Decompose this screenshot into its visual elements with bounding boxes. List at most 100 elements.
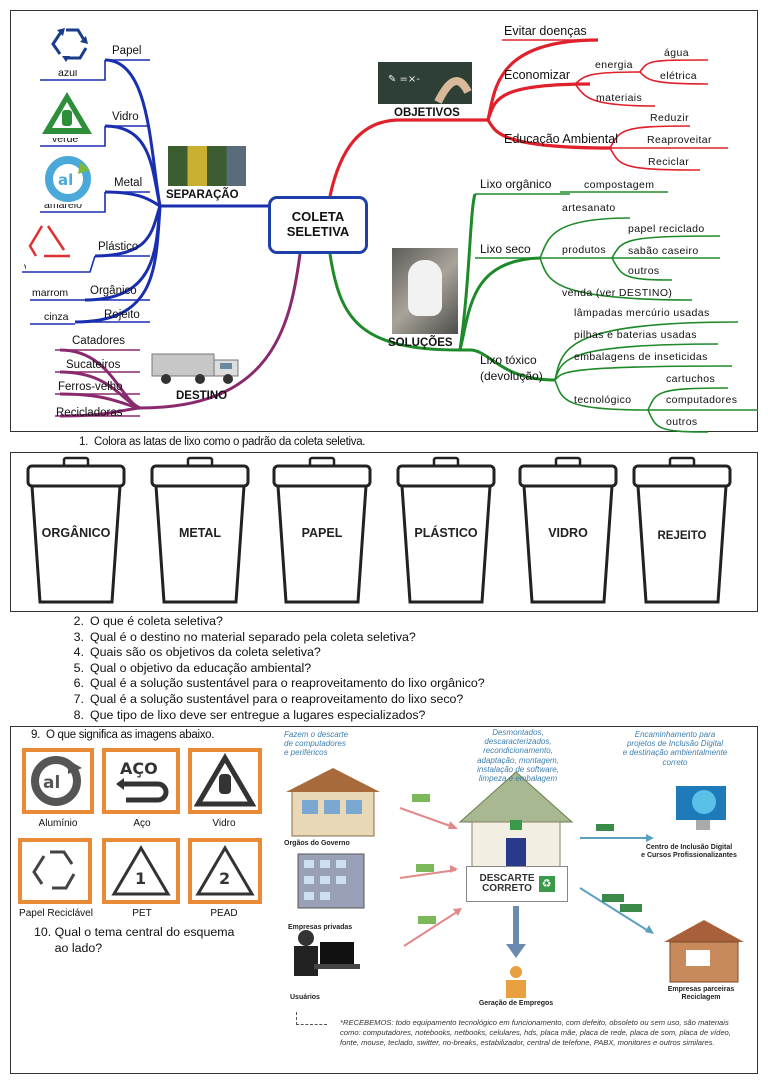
objetivo-eletrica: elétrica bbox=[660, 70, 698, 82]
separacao-item-metal: Metal bbox=[114, 177, 143, 189]
solucao-outros-1: outros bbox=[628, 265, 660, 277]
solucao-sabao: sabão caseiro bbox=[628, 245, 699, 257]
objetivo-evitar: Evitar doenças bbox=[504, 24, 587, 38]
truck-icon bbox=[150, 350, 246, 386]
descarte-infographic: Fazem o descarte de computadores e perif… bbox=[280, 728, 754, 1070]
destino-item-catadores: Catadores bbox=[72, 335, 126, 347]
solucoes-title: SOLUÇÕES bbox=[388, 337, 453, 349]
recycle-glass-icon bbox=[40, 90, 94, 138]
trash-can-3: PAPEL bbox=[270, 456, 374, 606]
separacao-color-marrom: marrom bbox=[32, 287, 69, 299]
question-8: 8.Que tipo de lixo deve ser entregue a l… bbox=[66, 708, 426, 721]
destino-title: DESTINO bbox=[176, 390, 228, 402]
solucao-produtos: produtos bbox=[562, 244, 607, 256]
solucao-outros-2: outros bbox=[666, 416, 698, 428]
separacao-color-cinza: cinza bbox=[44, 311, 69, 323]
pet-symbol: 1 bbox=[102, 838, 180, 904]
question-9-number: 9. bbox=[31, 729, 40, 741]
center-text: COLETA SELETIVA bbox=[286, 209, 350, 239]
question-text: Qual o objetivo da educação ambiental? bbox=[90, 660, 312, 675]
trash-can-1: ORGÂNICO bbox=[24, 456, 128, 606]
separacao-item-vidro: Vidro bbox=[112, 111, 139, 123]
question-3: 3. Qual é o destino no material separado … bbox=[66, 629, 416, 644]
objetivos-title: OBJETIVOS bbox=[394, 107, 460, 119]
question-2: 2.O que é coleta seletiva? bbox=[66, 614, 223, 628]
pet-mark: 1 bbox=[135, 869, 146, 888]
solucao-venda: venda (ver DESTINO) bbox=[562, 287, 673, 299]
separacao-item-papel: Papel bbox=[112, 45, 142, 57]
separacao-color-verde: verde bbox=[52, 133, 79, 145]
question-text: Qual é a solução sustentável para o reap… bbox=[90, 692, 464, 706]
descarte-top-mid: Desmontados, descaracterizados, recondic… bbox=[477, 728, 559, 783]
aluminium-caption: Alumínio bbox=[38, 818, 78, 829]
trash-can-5: VIDRO bbox=[516, 456, 620, 606]
question-number: 6. bbox=[73, 676, 84, 691]
trash-can-label: PAPEL bbox=[301, 526, 343, 540]
objetivo-reaproveitar: Reaproveitar bbox=[647, 134, 712, 146]
recycle-badge-icon: ♻ bbox=[538, 876, 555, 892]
descarte-orgaos: Orgãos do Governo bbox=[284, 840, 350, 847]
descarte-center-text: DESCARTE CORRETO bbox=[479, 872, 535, 894]
question-number: 4. bbox=[73, 645, 84, 660]
separacao-color-azul: azul bbox=[58, 67, 78, 79]
solucao-lixo-seco: Lixo seco bbox=[480, 242, 531, 256]
descarte-center-badge: DESCARTE CORRETO ♻ bbox=[466, 866, 568, 902]
question-text: O que é coleta seletiva? bbox=[90, 614, 223, 628]
mindmap-lines bbox=[22, 38, 758, 433]
question-text: Qual é o destino no material separado pe… bbox=[90, 629, 416, 644]
solucao-lampadas: lâmpadas mercúrio usadas bbox=[574, 307, 710, 319]
mindmap-frame bbox=[10, 10, 758, 432]
descarte-note-text: *RECEBEMOS: todo equipamento tecnológico… bbox=[340, 1018, 731, 1047]
steel-mark: AÇO bbox=[120, 759, 158, 778]
pead-caption: PEAD bbox=[210, 908, 238, 919]
question-5: 5.Qual o objetivo da educação ambiental? bbox=[66, 660, 312, 675]
question-1: 1.Colora as latas de lixo como o padrão … bbox=[70, 436, 366, 449]
solucao-lixo-organico: Lixo orgânico bbox=[480, 177, 552, 191]
pet-caption: PET bbox=[132, 908, 152, 919]
descarte-top-left: Fazem o descarte de computadores e perif… bbox=[284, 730, 349, 758]
trash-can-4: PLÁSTICO bbox=[394, 456, 498, 606]
svg-text:✎ =×-: ✎ =×- bbox=[388, 74, 420, 85]
trash-can-icon bbox=[518, 456, 618, 604]
question-1-number: 1. bbox=[79, 436, 88, 448]
destino-item-sucateiros: Sucateiros bbox=[66, 359, 121, 371]
question-9: 9. O que significa as imagens abaixo. bbox=[22, 729, 215, 742]
solucao-pilhas: pilhas e baterias usadas bbox=[574, 329, 697, 341]
question-text: Qual é a solução sustentável para o reap… bbox=[90, 676, 485, 691]
separacao-title: SEPARAÇÃO bbox=[166, 189, 239, 201]
glass-caption: Vidro bbox=[212, 818, 236, 829]
objetivo-reciclar: Reciclar bbox=[648, 156, 690, 168]
descarte-usuarios: Usuários bbox=[290, 994, 320, 1001]
solucao-lixo-toxico: Lixo tóxico (devolução) bbox=[480, 353, 543, 384]
trash-can-icon bbox=[632, 456, 732, 604]
svg-text:al: al bbox=[58, 171, 73, 189]
question-7: 7.Qual é a solução sustentável para o re… bbox=[66, 692, 464, 706]
trash-can-2: METAL bbox=[148, 456, 252, 606]
question-9-text: O que significa as imagens abaixo. bbox=[46, 729, 215, 741]
question-6: 6. Qual é a solução sustentável para o re… bbox=[66, 676, 485, 691]
trash-can-label: VIDRO bbox=[548, 526, 588, 540]
glass-symbol bbox=[188, 748, 262, 814]
solucao-embalagens: embalagens de inseticidas bbox=[574, 351, 708, 363]
objetivo-economizar: Economizar bbox=[504, 68, 570, 82]
trash-can-label: METAL bbox=[178, 526, 222, 540]
recycle-aluminum-icon: al bbox=[44, 156, 98, 204]
objetivos-photo: ✎ =×- bbox=[378, 62, 472, 104]
paper-symbol bbox=[18, 838, 92, 904]
question-text: Quais são os objetivos da coleta seletiv… bbox=[90, 645, 321, 660]
descarte-top-right: Encaminhamento para projetos de Inclusão… bbox=[622, 730, 728, 767]
pead-symbol: 2 bbox=[188, 838, 262, 904]
trash-can-icon bbox=[150, 456, 250, 604]
solucao-tecnologico: tecnológico bbox=[574, 394, 632, 406]
solucao-cartuchos: cartuchos bbox=[666, 373, 716, 385]
trash-can-label: PLÁSTICO bbox=[414, 526, 478, 540]
objetivo-educacao: Educação Ambiental bbox=[504, 132, 618, 146]
separacao-item-organico: Orgânico bbox=[90, 285, 137, 297]
solucao-computadores: computadores bbox=[666, 394, 738, 406]
trash-can-icon bbox=[272, 456, 372, 604]
question-number: 3. bbox=[73, 629, 84, 644]
note-bracket bbox=[296, 1012, 327, 1025]
recycle-plastic-icon bbox=[26, 222, 80, 270]
bottom-frame bbox=[10, 726, 758, 1074]
separacao-item-rejeito: Rejeito bbox=[104, 309, 140, 321]
